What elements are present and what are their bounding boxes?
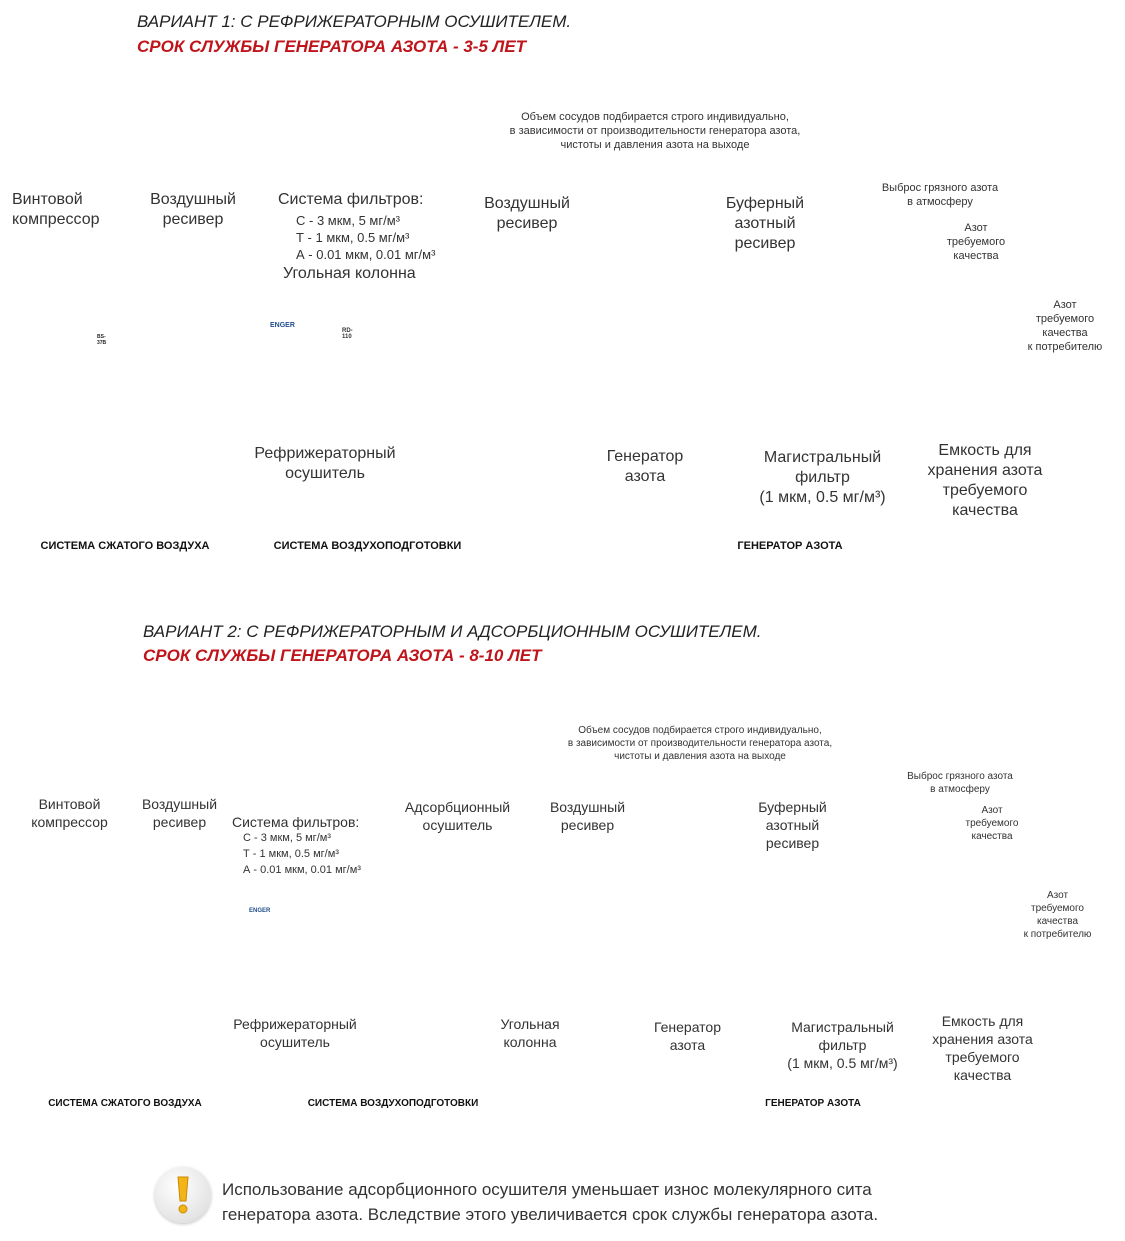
- note-icon: [155, 1167, 211, 1223]
- variant2-adsorber-model: ADH: [484, 891, 497, 897]
- variant1-label-nitrogen-quality: Азот требуемого качества: [946, 222, 1006, 262]
- variant1-subtitle: СРОК СЛУЖБЫ ГЕНЕРАТОРА АЗОТА - 3-5 ЛЕТ: [137, 37, 527, 56]
- variant1-section-nitrogen-generator: ГЕНЕРАТОР АЗОТА: [737, 540, 843, 552]
- variant2-adsorber-brand-text: ENGER: [423, 891, 445, 897]
- variant1-label-dryer: Рефрижераторный осушитель: [254, 445, 396, 482]
- variant1-label-compressor: Винтовой компрессор: [12, 191, 100, 228]
- variant1-compressor-brand-text: ENGER: [36, 386, 65, 395]
- variant2-vessel-note: Объем сосудов подбирается строго индивид…: [567, 725, 833, 762]
- variant2-title: ВАРИАНТ 2: С РЕФРИЖЕРАТОРНЫМ И АДСОРБЦИО…: [143, 622, 762, 641]
- variant2-label-adsorption-dryer: Адсорбционный осушитель: [404, 799, 511, 833]
- variant2-label-air-receiver: Воздушный ресивер: [141, 796, 218, 830]
- variant2-label-compressor: Винтовой компрессор: [31, 796, 108, 830]
- variant2-filters-list: С - 3 мкм, 5 мг/м³ Т - 1 мкм, 0.5 мг/м³ …: [243, 832, 361, 876]
- variant1-label-air-receiver2: Воздушный ресивер: [484, 195, 570, 232]
- variant2-section-compressed-air: СИСТЕМА СЖАТОГО ВОЗДУХА: [48, 1098, 202, 1109]
- variant1-compressor-image: [25, 306, 138, 411]
- variant1-title: ВАРИАНТ 1: С РЕФРИЖЕРАТОРНЫМ ОСУШИТЕЛЕМ.: [137, 12, 572, 31]
- variant2-label-generator: Генератор азота: [653, 1019, 722, 1053]
- variant2-subtitle: СРОК СЛУЖБЫ ГЕНЕРАТОРА АЗОТА - 8-10 ЛЕТ: [143, 646, 542, 665]
- variant2-label-carbon-column: Угольная колонна: [500, 1016, 560, 1050]
- variant1-label-vent: Выброс грязного азота в атмосферу: [881, 182, 999, 208]
- variant2-label-buffer-receiver: Буферный азотный ресивер: [758, 799, 827, 851]
- variant2-compressor-brand-text: ENGER: [50, 967, 75, 974]
- variant1-generator-brand-text: ENGER: [624, 332, 649, 339]
- variant1-section-compressed-air: СИСТЕМА СЖАТОГО ВОЗДУХА: [40, 540, 210, 552]
- exclamation-icon: [175, 1175, 191, 1215]
- variant2-label-vent: Выброс грязного азота в атмосферу: [907, 771, 1013, 795]
- variant2-label-dryer: Рефрижераторный осушитель: [233, 1016, 357, 1050]
- variant2-label-main-filter: Магистральный фильтр (1 мкм, 0.5 мг/м³): [787, 1019, 898, 1071]
- note-text: Использование адсорбционного осушителя у…: [222, 1180, 879, 1224]
- variant2-nitrogen-generator-image: [622, 854, 752, 997]
- variant1-refrigeration-dryer-image: [265, 315, 377, 411]
- variant2-label-nitrogen-quality: Азот требуемого качества: [965, 805, 1019, 842]
- variant1-filters-list: С - 3 мкм, 5 мг/м³ Т - 1 мкм, 0.5 мг/м³ …: [296, 213, 436, 262]
- variant1-label-storage: Емкость для хранения азота требуемого ка…: [927, 442, 1043, 519]
- variant1-label-filters-title: Система фильтров:: [278, 191, 424, 208]
- variant2-label-storage: Емкость для хранения азота требуемого ка…: [932, 1013, 1033, 1083]
- variant2-adsorption-dryer-image: [418, 850, 508, 993]
- variant1-compressor-model: BS-37B: [97, 334, 107, 346]
- variant1-label-main-filter: Магистральный фильтр (1 мкм, 0.5 мг/м³): [759, 449, 886, 506]
- variant2-label-nitrogen-consumer: Азот требуемого качества к потребителю: [1023, 890, 1092, 940]
- variant2-section-air-preparation: СИСТЕМА ВОЗДУХОПОДГОТОВКИ: [307, 1098, 479, 1109]
- variant1-dryer-brand-text: ENGER: [270, 322, 295, 329]
- variant1-label-air-receiver: Воздушный ресивер: [150, 191, 236, 228]
- variant1-section-air-preparation: СИСТЕМА ВОЗДУХОПОДГОТОВКИ: [273, 540, 462, 552]
- variant1-label-generator: Генератор азота: [606, 448, 684, 485]
- variant2-label-filters-title: Система фильтров:: [232, 814, 360, 830]
- variant1-label-carbon-column: Угольная колонна: [283, 265, 416, 282]
- variant1-vessel-note: Объем сосудов подбирается строго индивид…: [509, 111, 801, 151]
- variant2-dryer-brand-text: ENGER: [249, 908, 271, 914]
- variant1-label-nitrogen-consumer: Азот требуемого качества к потребителю: [1027, 299, 1103, 353]
- variant1-dryer-model: RD-110: [342, 328, 353, 340]
- variant1-nitrogen-generator-image: [570, 266, 720, 421]
- variant2-generator-brand-text: ENGER: [673, 913, 695, 919]
- variant2-section-nitrogen-generator: ГЕНЕРАТОР АЗОТА: [765, 1098, 861, 1109]
- variant1-label-buffer-receiver: Буферный азотный ресивер: [725, 195, 805, 252]
- variant2-label-air-receiver2: Воздушный ресивер: [549, 799, 626, 833]
